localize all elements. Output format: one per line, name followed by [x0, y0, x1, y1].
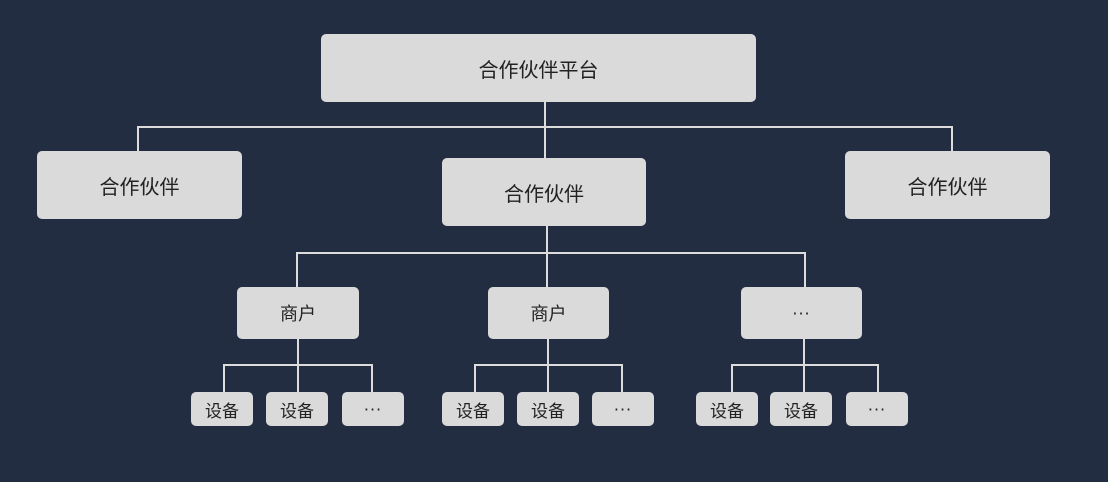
merchant-node-2: 商户	[488, 287, 609, 339]
merchant-label: 商户	[280, 304, 316, 325]
platform-label: 合作伙伴平台	[478, 57, 599, 82]
device-node: 设备	[517, 392, 579, 426]
device-node-more: ···	[342, 392, 404, 426]
platform-node: 合作伙伴平台	[321, 34, 756, 102]
device-label: 设备	[531, 401, 565, 422]
device-node: 设备	[696, 392, 758, 426]
device-node: 设备	[191, 392, 253, 426]
device-label: 设备	[710, 401, 744, 422]
merchant-label: 商户	[530, 304, 567, 325]
partner-node-right: 合作伙伴	[845, 151, 1050, 219]
device-node-more: ···	[846, 392, 908, 426]
partner-node-left: 合作伙伴	[37, 151, 242, 219]
partner-node-middle: 合作伙伴	[442, 158, 646, 226]
partner-label: 合作伙伴	[504, 181, 584, 206]
more-label: ···	[867, 399, 887, 419]
merchant-node-1: 商户	[237, 287, 359, 339]
device-label: 设备	[784, 401, 818, 422]
device-node: 设备	[770, 392, 832, 426]
more-label: ···	[613, 399, 633, 419]
device-node: 设备	[442, 392, 504, 426]
partner-label: 合作伙伴	[907, 174, 988, 199]
device-label: 设备	[280, 401, 314, 422]
merchant-node-more: ···	[741, 287, 862, 339]
partner-label: 合作伙伴	[99, 174, 180, 199]
device-label: 设备	[205, 401, 239, 422]
device-node: 设备	[266, 392, 328, 426]
device-label: 设备	[456, 401, 490, 422]
more-label: ···	[363, 399, 383, 419]
device-node-more: ···	[592, 392, 654, 426]
more-label: ···	[792, 303, 811, 323]
